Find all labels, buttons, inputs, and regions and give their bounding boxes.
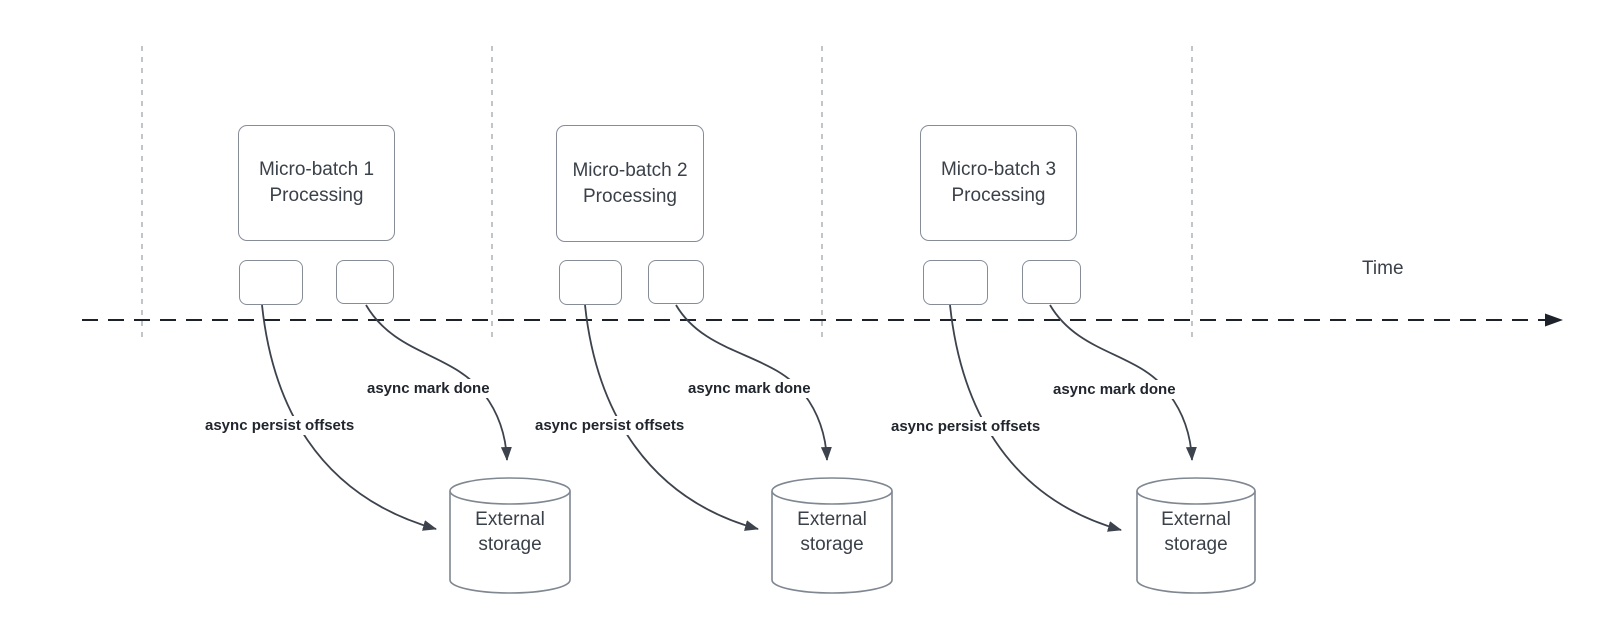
micro-batch-3-title-line2: Processing [951,185,1046,206]
micro-batch-1-title-line2: Processing [269,185,364,206]
external-storage-3-line2: storage [1164,534,1228,555]
persist-offsets-label-1: async persist offsets [202,416,358,435]
external-storage-label-1: External storage [450,507,570,557]
micro-batch-3-processing-box: Micro-batch 3 Processing [920,125,1077,241]
micro-batch-2-processing-box: Micro-batch 2 Processing [556,125,704,242]
micro-batch-3-title-line1: Micro-batch 3 [940,159,1057,180]
done-task-box-3 [1022,260,1081,304]
storage-cylinder-3 [1136,477,1256,594]
persist-offsets-arrow-2 [584,304,759,531]
storage-cylinder-1 [449,477,571,594]
mark-done-label-3: async mark done [1050,380,1179,399]
external-storage-1-line1: External [475,509,545,530]
persist-task-box-1 [239,260,303,305]
persist-task-box-2 [559,260,622,305]
micro-batch-2-title-line2: Processing [583,185,677,207]
micro-batch-1-processing-box: Micro-batch 1 Processing [238,125,395,241]
time-axis-label: Time [1362,258,1404,279]
external-storage-label-2: External storage [772,507,892,557]
persist-offsets-label-3: async persist offsets [888,417,1044,436]
persist-offsets-arrow-3 [949,304,1122,532]
done-task-box-1 [336,260,394,304]
external-storage-1-line2: storage [478,534,542,555]
storage-cylinder-2 [771,477,893,594]
mark-done-label-2: async mark done [685,379,814,398]
external-storage-3-line1: External [1161,509,1231,530]
micro-batch-1-title-line1: Micro-batch 1 [258,159,375,180]
mark-done-label-1: async mark done [364,379,493,398]
persist-offsets-label-2: async persist offsets [532,416,688,435]
micro-batch-2-title-line1: Micro-batch 2 [572,159,688,181]
done-task-box-2 [648,260,704,304]
external-storage-label-3: External storage [1137,507,1255,557]
persist-offsets-arrow-1 [261,304,437,531]
external-storage-2-line1: External [797,509,867,530]
persist-task-box-3 [923,260,988,305]
external-storage-2-line2: storage [800,534,864,555]
